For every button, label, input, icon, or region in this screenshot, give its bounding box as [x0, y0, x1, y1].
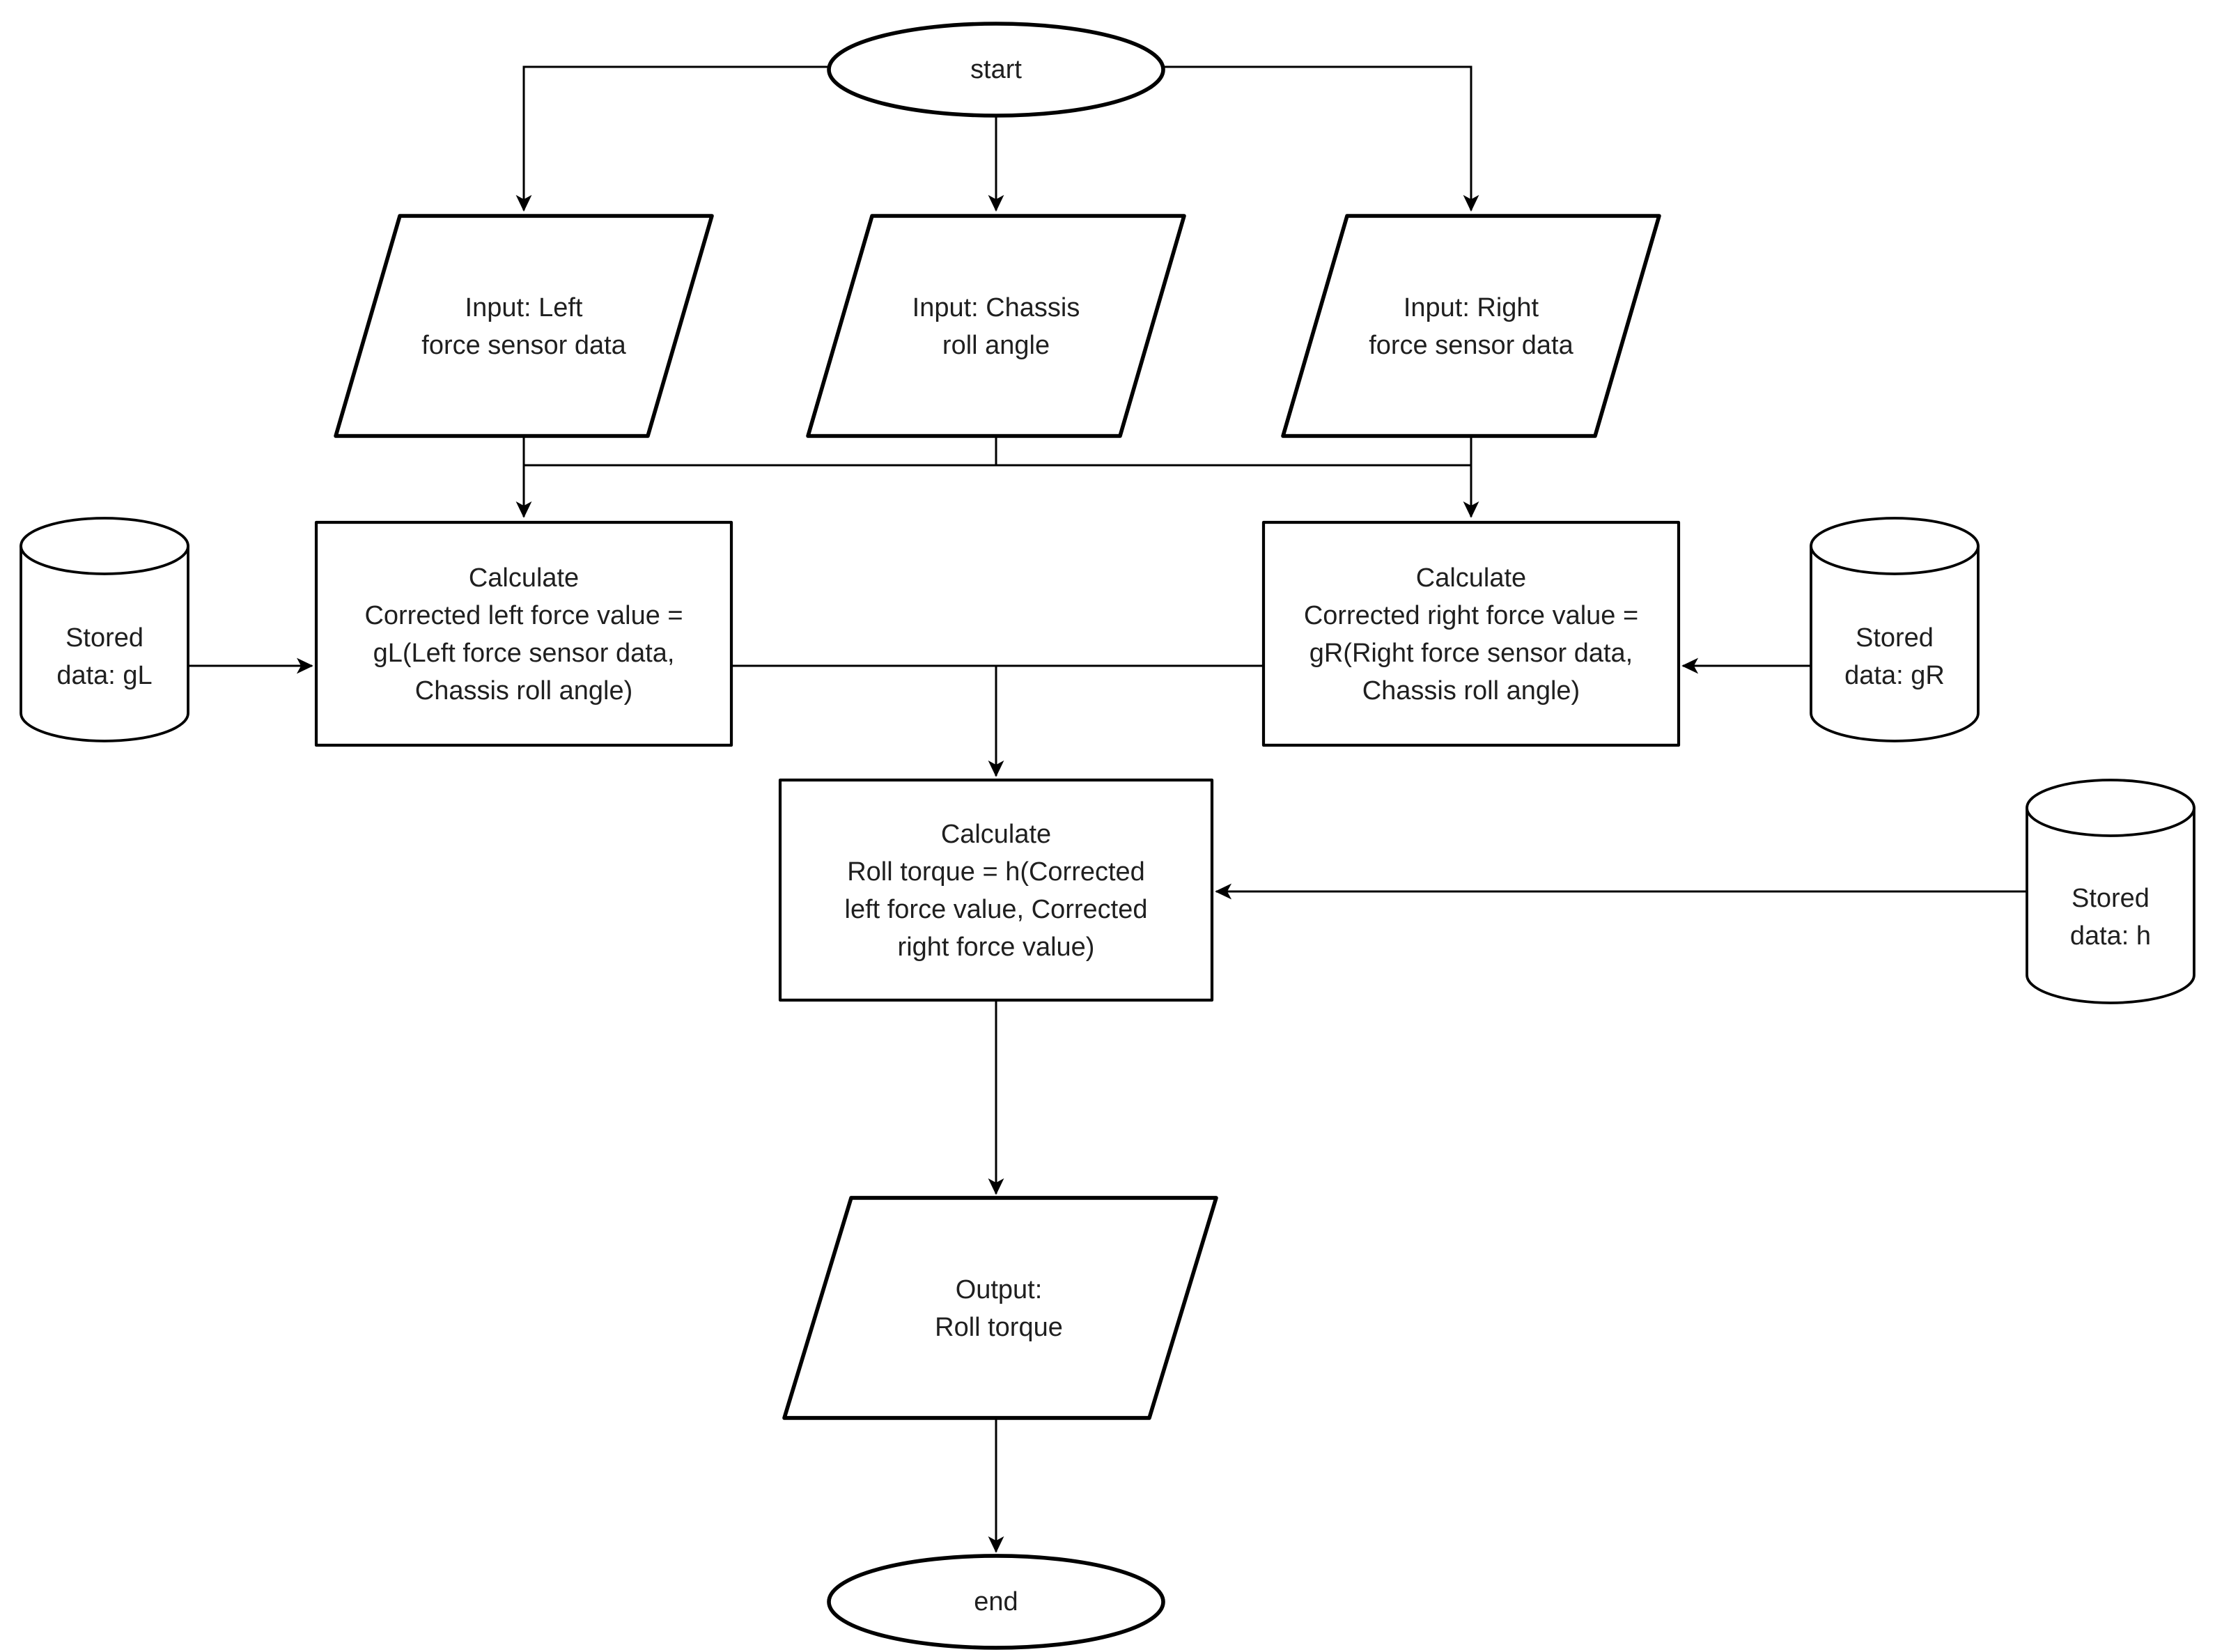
calc-right-process-shape: [1261, 520, 1681, 747]
node-stored-h: Stored data: h: [2026, 779, 2195, 1004]
input-chassis-label-line1: Input: Chassis: [912, 293, 1080, 322]
node-stored-gr: Stored data: gR: [1810, 517, 1980, 742]
edge-start-to-input-right: [1163, 65, 1479, 212]
node-output: Output: Roll torque: [782, 1196, 1218, 1420]
input-left-label-line2: force sensor data: [421, 331, 626, 360]
stored-gr-label-line1: Stored: [1856, 623, 1934, 653]
output-label-line1: Output:: [956, 1275, 1043, 1304]
calc-torque-label-line1: Calculate: [941, 820, 1051, 849]
calc-right-label-line2: Corrected right force value =: [1304, 601, 1638, 630]
calc-right-label-line1: Calculate: [1416, 563, 1526, 593]
input-chassis-parallelogram-shape: [806, 214, 1186, 438]
input-left-label-line1: Input: Left: [465, 293, 583, 322]
calc-torque-label-line4: right force value): [898, 933, 1095, 962]
calc-left-label-line2: Corrected left force value =: [364, 601, 683, 630]
node-start: start: [827, 22, 1165, 118]
calc-left-label-line3: gL(Left force sensor data,: [373, 639, 675, 668]
stored-h-cylinder-top: [2026, 779, 2195, 837]
start-label: start: [970, 55, 1022, 84]
stored-gl-label-line2: data: gL: [56, 661, 152, 690]
stored-gl-label-line1: Stored: [65, 623, 143, 653]
output-parallelogram-shape: [782, 1196, 1218, 1420]
calc-torque-label-line2: Roll torque = h(Corrected: [847, 857, 1145, 887]
stored-gl-cylinder-shape: [20, 545, 189, 742]
input-right-label-line1: Input: Right: [1404, 293, 1539, 322]
node-input-chassis: Input: Chassis roll angle: [806, 214, 1186, 438]
stored-gr-label-line2: data: gR: [1844, 661, 1945, 690]
stored-gr-cylinder-shape: [1810, 545, 1980, 742]
input-right-label-line2: force sensor data: [1369, 331, 1573, 360]
stored-gl-cylinder-top: [20, 517, 189, 575]
node-calc-left: Calculate Corrected left force value = g…: [314, 520, 733, 747]
node-input-left: Input: Left force sensor data: [334, 214, 714, 438]
input-left-parallelogram-shape: [334, 214, 714, 438]
calc-torque-process-shape: [778, 778, 1214, 1002]
node-end: end: [827, 1554, 1165, 1650]
calc-torque-label-line3: left force value, Corrected: [845, 895, 1148, 924]
node-calc-right: Calculate Corrected right force value = …: [1261, 520, 1681, 747]
node-calc-torque: Calculate Roll torque = h(Corrected left…: [778, 778, 1214, 1002]
edge-start-to-input-left: [515, 65, 830, 212]
stored-h-label-line1: Stored: [2072, 884, 2150, 913]
calc-left-label-line1: Calculate: [469, 563, 579, 593]
stored-gr-cylinder-top: [1810, 517, 1980, 575]
end-label: end: [974, 1587, 1018, 1616]
input-chassis-label-line2: roll angle: [942, 331, 1050, 360]
node-input-right: Input: Right force sensor data: [1281, 214, 1661, 438]
output-label-line2: Roll torque: [935, 1313, 1063, 1342]
calc-right-label-line4: Chassis roll angle): [1362, 676, 1580, 706]
start-terminator-shape: [827, 22, 1165, 118]
edges: [188, 65, 2027, 1553]
stored-h-label-line2: data: h: [2070, 921, 2151, 951]
end-terminator-shape: [827, 1554, 1165, 1650]
calc-right-label-line3: gR(Right force sensor data,: [1309, 639, 1633, 668]
calc-left-process-shape: [314, 520, 733, 747]
node-stored-gl: Stored data: gL: [20, 517, 189, 742]
stored-h-cylinder-shape: [2026, 806, 2195, 1004]
calc-left-label-line4: Chassis roll angle): [415, 676, 632, 706]
input-right-parallelogram-shape: [1281, 214, 1661, 438]
